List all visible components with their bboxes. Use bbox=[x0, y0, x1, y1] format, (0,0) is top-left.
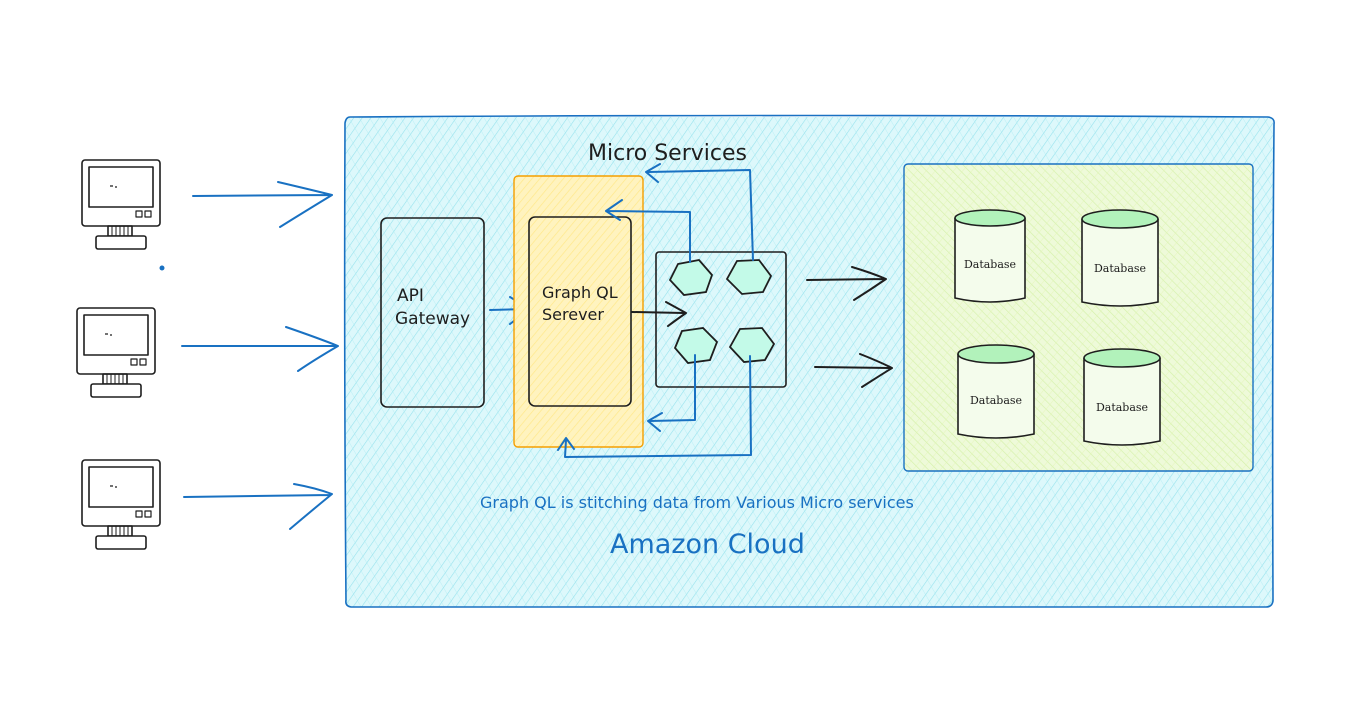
client-2-arrow bbox=[181, 326, 339, 372]
micro-service-hexagon-2 bbox=[725, 259, 773, 295]
database-3-label: Database bbox=[970, 394, 1022, 407]
cloud-label: Amazon Cloud bbox=[610, 529, 805, 560]
database-3: Database bbox=[957, 344, 1035, 439]
client-computer-1 bbox=[81, 159, 161, 250]
client-1-arrow bbox=[192, 181, 333, 228]
database-area bbox=[903, 163, 1254, 472]
api-gateway-box: API Gateway bbox=[380, 217, 485, 408]
graphql-label-line1: Graph QL bbox=[542, 283, 618, 302]
caption-text: Graph QL is stitching data from Various … bbox=[480, 493, 914, 512]
database-2-label: Database bbox=[1094, 262, 1146, 275]
service-return-arrow-bottom-inner bbox=[647, 354, 696, 432]
database-2: Database bbox=[1081, 209, 1159, 307]
api-gateway-label-line1: API bbox=[397, 286, 424, 306]
database-4: Database bbox=[1083, 348, 1161, 446]
services-to-db-arrow-2 bbox=[814, 353, 893, 388]
micro-services-box bbox=[655, 251, 787, 388]
stray-dot bbox=[159, 265, 165, 271]
computer-icon bbox=[76, 307, 156, 398]
service-return-arrow-top-inner bbox=[605, 199, 691, 263]
micro-service-hexagon-3 bbox=[673, 327, 719, 364]
graphql-label-line2: Serever bbox=[542, 305, 604, 324]
service-return-arrow-bottom-outer bbox=[557, 355, 752, 458]
database-4-label: Database bbox=[1096, 401, 1148, 414]
micro-service-hexagon-4 bbox=[728, 327, 776, 363]
services-to-db-arrow-1 bbox=[806, 266, 887, 301]
computer-icon bbox=[81, 459, 161, 550]
micro-services-title: Micro Services bbox=[588, 141, 747, 166]
api-gateway-label-line2: Gateway bbox=[395, 309, 470, 329]
service-return-arrow-top-outer bbox=[645, 163, 754, 261]
graphql-to-services-arrow bbox=[631, 301, 687, 327]
client-computer-3 bbox=[81, 459, 161, 550]
client-3-arrow bbox=[183, 483, 333, 530]
graphql-server-box: Graph QL Serever bbox=[513, 175, 644, 448]
micro-service-hexagon-1 bbox=[668, 259, 714, 296]
computer-icon bbox=[81, 159, 161, 250]
database-1-label: Database bbox=[964, 258, 1016, 271]
client-computer-2 bbox=[76, 307, 156, 398]
database-1: Database bbox=[954, 209, 1026, 303]
